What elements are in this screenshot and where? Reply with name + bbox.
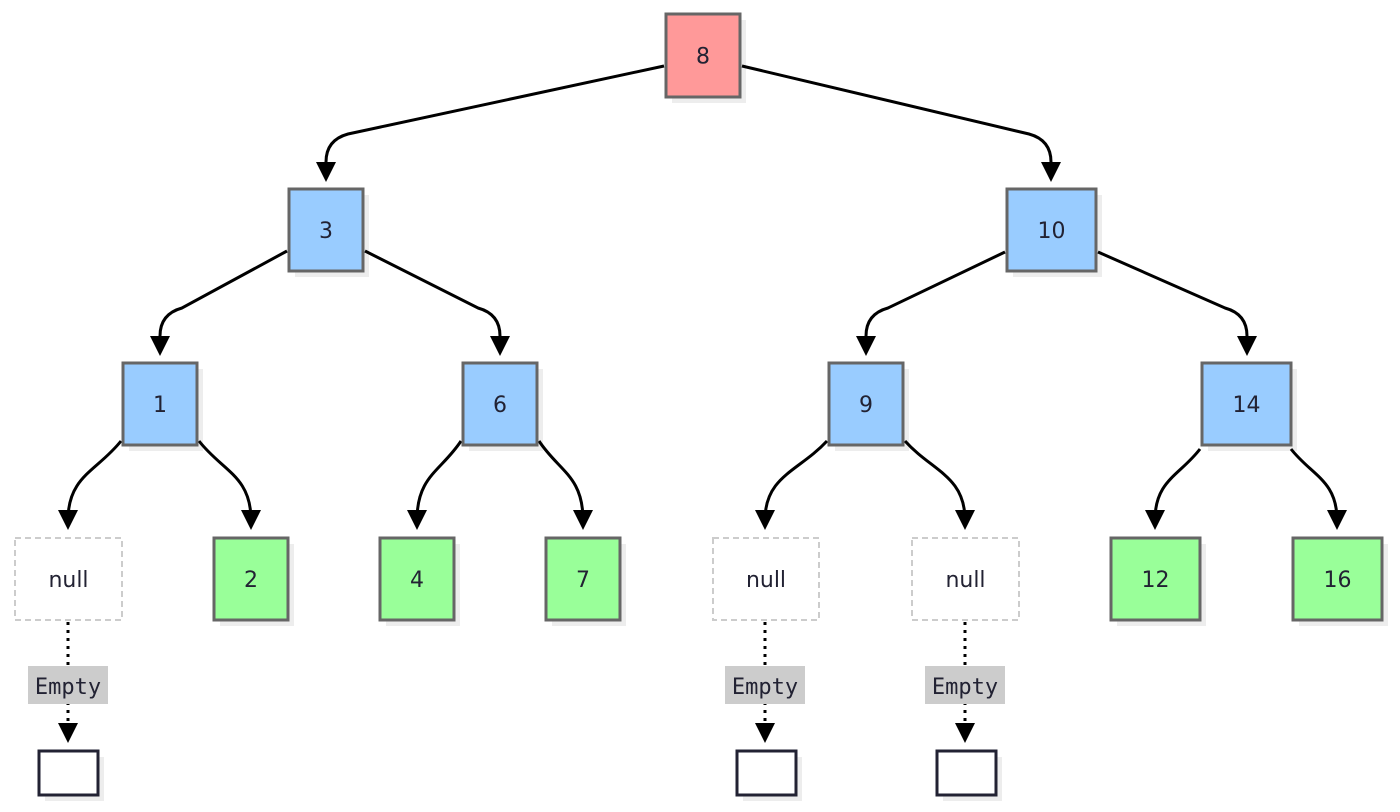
edge-label-null2-e2: Empty: [725, 666, 805, 704]
edge-n1-n2: [197, 440, 261, 530]
tree-node-n6: 6: [461, 361, 543, 451]
tree-node-null1: null: [14, 537, 123, 621]
edge-n8-n10: [741, 64, 1061, 182]
tree-node-null2: null: [712, 537, 820, 621]
node-label: 9: [859, 393, 873, 418]
node-label: 1: [153, 393, 167, 418]
edge-n10-n14: [1097, 250, 1257, 356]
tree-node-n9: 9: [827, 361, 909, 451]
edge-n10-n9: [856, 250, 1006, 356]
tree-node-n10: 10: [1005, 187, 1102, 277]
node-box: [1109, 536, 1202, 622]
tree-node-e1: [37, 749, 104, 801]
edge-n9-null2: [755, 439, 829, 530]
edge-n8-n3: [316, 64, 665, 182]
tree-node-n16: 16: [1291, 536, 1388, 626]
edge-n1-null1: [58, 440, 123, 530]
node-box: [911, 537, 1020, 621]
tree-node-n7: 7: [544, 536, 626, 626]
tree-node-n14: 14: [1200, 361, 1297, 451]
tree-node-e3: [935, 749, 1002, 801]
tree-node-null3: null: [911, 537, 1020, 621]
tree-node-n12: 12: [1109, 536, 1206, 626]
node-label: 2: [244, 568, 258, 593]
node-box: [664, 12, 742, 99]
tree-node-n2: 2: [212, 536, 294, 626]
node-box: [1005, 187, 1098, 273]
node-label: 7: [576, 568, 590, 593]
node-box: [1200, 361, 1293, 447]
node-box: [14, 537, 123, 621]
edge-label-text: Empty: [932, 675, 998, 700]
node-box: [935, 749, 998, 797]
node-box: [121, 361, 199, 447]
edge-label-text: Empty: [732, 675, 798, 700]
node-box: [37, 749, 100, 797]
node-label: 4: [410, 568, 424, 593]
node-box: [827, 361, 905, 447]
node-label: null: [746, 568, 786, 593]
edge-n6-n7: [537, 440, 593, 530]
edge-n9-null3: [903, 439, 975, 530]
edge-n14-n12: [1145, 448, 1202, 530]
edges-layer: Empty Empty Empty: [28, 64, 1347, 743]
tree-node-e2: [735, 749, 802, 801]
node-label: 16: [1324, 568, 1352, 593]
node-box: [287, 187, 365, 273]
edge-label-null1-e1: Empty: [28, 666, 108, 704]
edge-label-background: [925, 666, 1005, 704]
tree-node-n3: 3: [287, 187, 369, 277]
edge-n3-n6: [364, 249, 510, 356]
node-box: [712, 537, 820, 621]
edge-n14-n16: [1289, 448, 1347, 530]
node-box: [378, 536, 456, 622]
edge-label-background: [28, 666, 108, 704]
node-box: [1291, 536, 1384, 622]
node-label: 3: [319, 219, 333, 244]
edge-n6-n4: [407, 440, 463, 530]
node-label: 12: [1142, 568, 1170, 593]
node-label: null: [945, 568, 985, 593]
edge-n3-n1: [150, 249, 288, 356]
node-box: [544, 536, 622, 622]
node-label: 14: [1233, 393, 1261, 418]
node-label: 6: [493, 393, 507, 418]
node-box: [735, 749, 798, 797]
node-label: 10: [1038, 219, 1066, 244]
tree-node-n8: 8: [664, 12, 746, 103]
tree-node-n4: 4: [378, 536, 460, 626]
node-box: [212, 536, 290, 622]
edge-label-null3-e3: Empty: [925, 666, 1005, 704]
tree-node-n1: 1: [121, 361, 203, 451]
node-label: null: [48, 568, 88, 593]
edge-label-text: Empty: [35, 675, 101, 700]
edge-label-background: [725, 666, 805, 704]
node-label: 8: [696, 45, 710, 70]
node-box: [461, 361, 539, 447]
